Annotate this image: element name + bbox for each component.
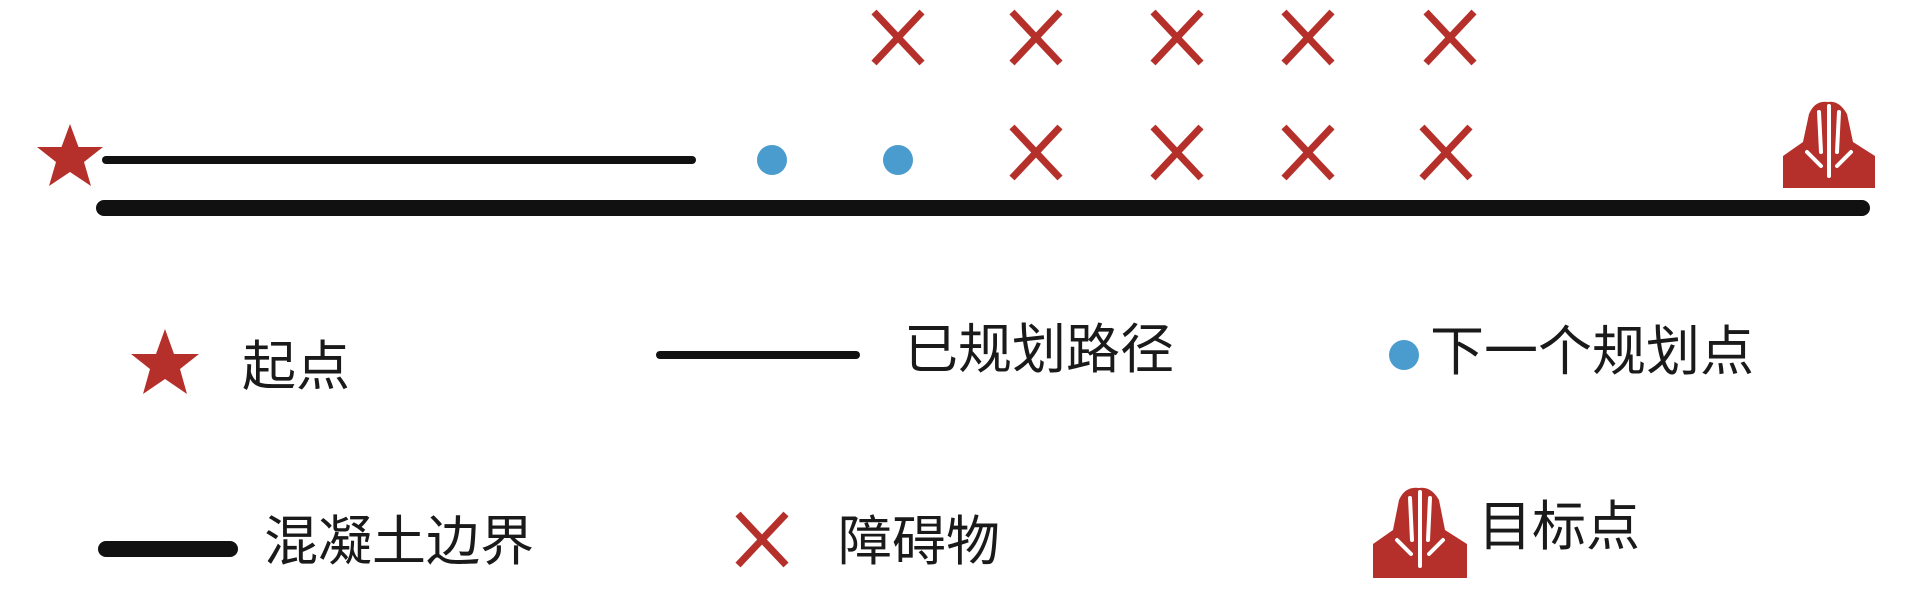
obstacle-cross-icon [1419, 124, 1473, 181]
goal-praying-hands-icon [1783, 101, 1875, 188]
next-point-dot-icon [757, 145, 787, 175]
start-star-icon [37, 124, 103, 186]
obstacle-cross-icon [1009, 9, 1063, 66]
legend-next-point-dot-icon [1389, 340, 1419, 370]
legend-next-point-label: 下一个规划点 [1430, 320, 1754, 383]
legend-goal-label: 目标点 [1478, 495, 1640, 558]
obstacle-cross-icon [1150, 9, 1204, 66]
legend-concrete-boundary-label: 混凝土边界 [264, 510, 534, 573]
obstacle-cross-icon [871, 9, 925, 66]
legend-obstacle-label: 障碍物 [838, 510, 1000, 573]
legend-goal-praying-hands-icon [1373, 487, 1467, 578]
legend-start-star-icon [131, 329, 199, 394]
next-point-dot-icon [883, 145, 913, 175]
obstacle-cross-icon [1423, 9, 1477, 66]
obstacle-cross-icon [1009, 124, 1063, 181]
obstacle-row-top [871, 9, 1477, 66]
obstacle-cross-icon [1150, 124, 1204, 181]
obstacle-cross-icon [1281, 124, 1335, 181]
legend-planned-path-label: 已规划路径 [904, 318, 1174, 381]
legend-start-label: 起点 [242, 335, 350, 398]
legend-obstacle-cross-icon [735, 511, 789, 568]
obstacle-cross-icon [1281, 9, 1335, 66]
obstacle-row-bottom [1009, 124, 1473, 181]
